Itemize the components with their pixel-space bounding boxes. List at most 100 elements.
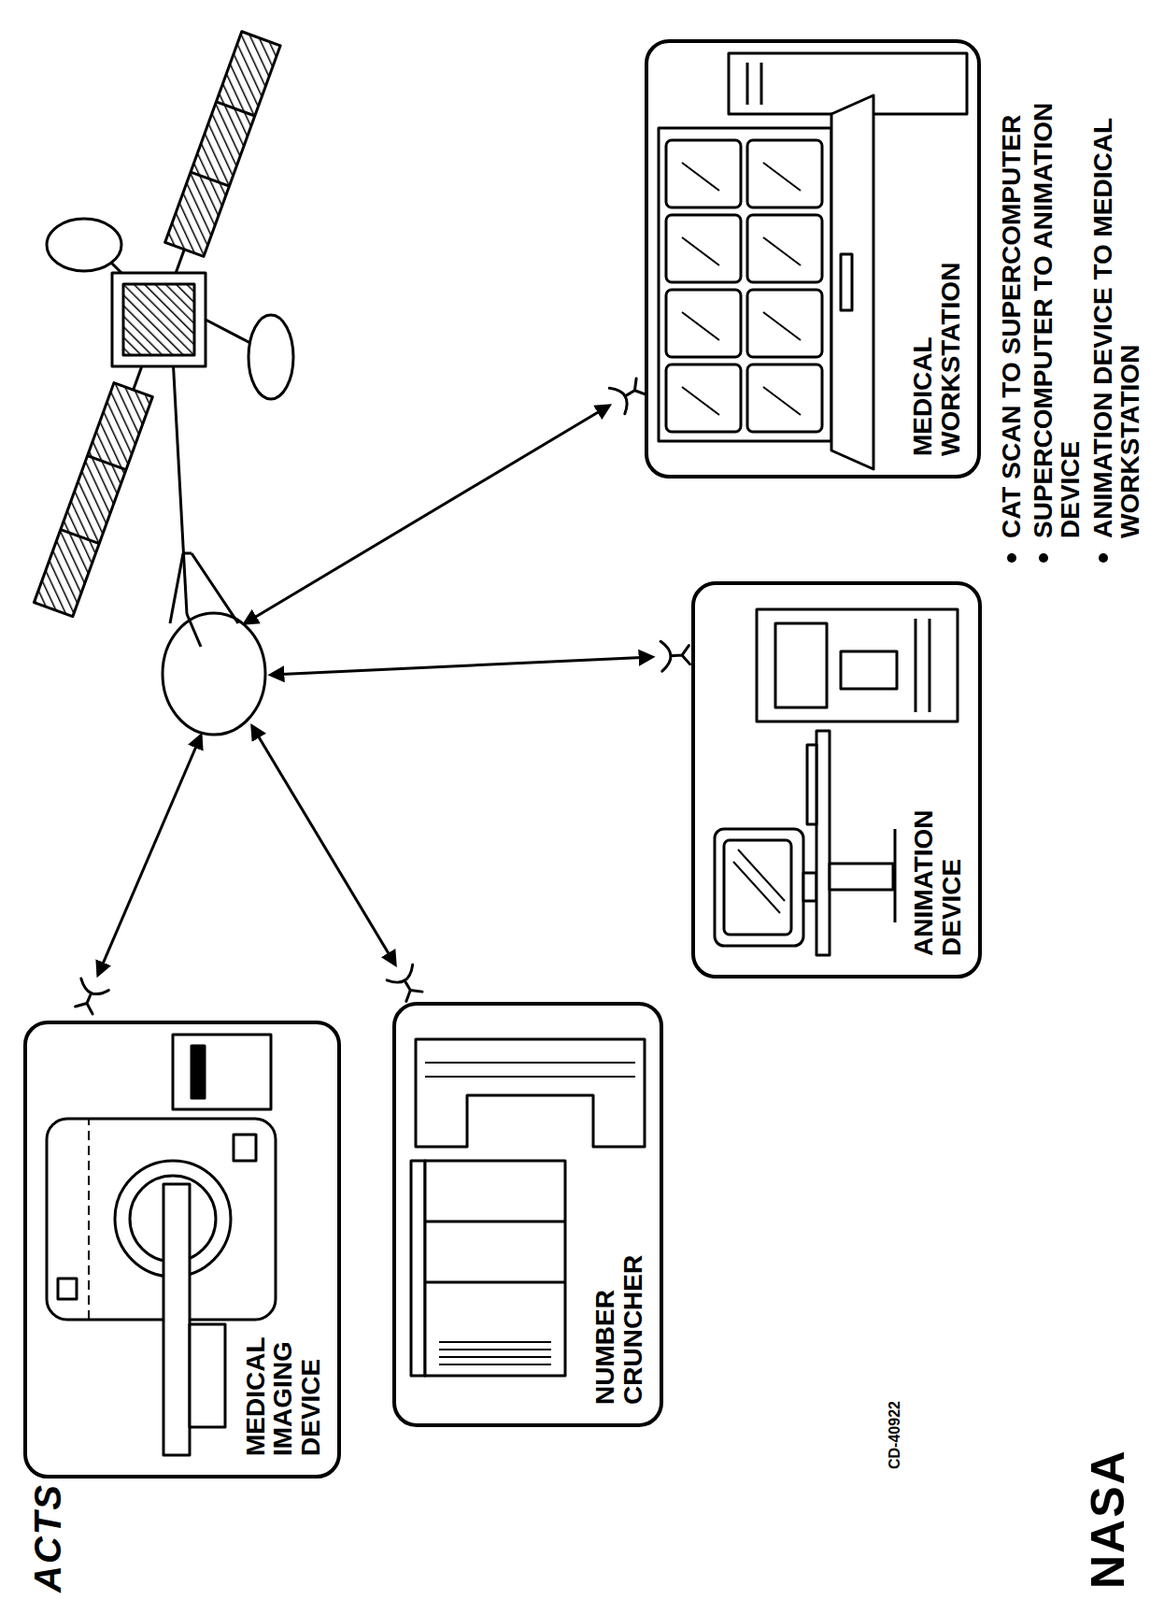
medical-workstation — [666, 364, 741, 432]
bullet-item: CAT SCAN TO SUPERCOMPUTER — [997, 70, 1025, 563]
supercomputer — [415, 1038, 645, 1147]
medical-workstation — [831, 95, 874, 469]
bullet-item: SUPERCOMPUTER TO ANIMATION DEVICE — [1029, 70, 1085, 563]
ground-antenna — [70, 373, 691, 1016]
satellite — [33, 383, 153, 617]
link-arrow — [98, 405, 653, 975]
bullet-text: SUPERCOMPUTER TO ANIMATION DEVICE — [1029, 70, 1085, 539]
satellite — [33, 31, 294, 735]
ground-antenna — [75, 989, 100, 1014]
ct-scanner — [172, 1034, 271, 1109]
medical-workstation — [747, 140, 823, 208]
link-arrow — [252, 725, 396, 965]
animation-device — [714, 828, 804, 946]
satellite — [60, 529, 100, 544]
acts-logo: ACTS — [28, 1482, 68, 1592]
ground-antenna — [397, 975, 423, 1001]
device-box: NUMBER CRUNCHER — [392, 1001, 664, 1427]
nasa-logo: NASA — [1083, 1448, 1134, 1589]
satellite — [248, 314, 294, 399]
medical-workstation — [666, 140, 741, 208]
bullet-text: CAT SCAN TO SUPERCOMPUTER — [997, 70, 1025, 539]
animation-device — [756, 609, 958, 722]
acts-logo: ACTS — [28, 1482, 68, 1592]
animation-device — [840, 651, 897, 689]
bullet-text: ANIMATION DEVICE TO MEDICAL WORKSTATION — [1089, 70, 1145, 539]
bullet-dot — [1038, 553, 1049, 563]
ground-antenna — [660, 639, 691, 672]
ground-antenna — [70, 978, 109, 1016]
satellite — [190, 171, 229, 186]
device-label: ANIMATION DEVICE — [909, 809, 966, 956]
ground-antenna — [77, 978, 109, 999]
satellite — [87, 455, 127, 470]
device-box: ANIMATION DEVICE — [691, 581, 982, 979]
animation-device — [894, 828, 897, 923]
animation-device — [829, 863, 894, 890]
ct-scanner — [46, 1118, 276, 1320]
supercomputer — [411, 1160, 426, 1376]
supercomputer — [425, 1280, 566, 1284]
device-box: MEDICAL IMAGING DEVICE — [23, 1020, 341, 1478]
satellite — [33, 31, 281, 617]
animation-device — [803, 872, 817, 901]
satellite — [165, 31, 281, 257]
device-box: MEDICAL WORKSTATION — [644, 39, 981, 479]
nasa-logo: NASA — [1083, 1448, 1134, 1589]
link-arrow — [98, 735, 201, 975]
ct-scanner — [57, 1277, 77, 1299]
ct-scanner — [189, 1323, 226, 1427]
ground-antenna — [620, 378, 646, 404]
medical-workstation — [747, 364, 823, 432]
medical-workstation — [681, 162, 801, 415]
animation-device — [733, 849, 785, 913]
ground-antenna — [609, 383, 633, 414]
ct-scanner — [191, 1045, 205, 1098]
animation-device — [915, 618, 930, 712]
ct-scanner — [87, 1118, 90, 1320]
satellite — [46, 218, 122, 271]
satellite — [170, 553, 184, 624]
medical-workstation — [840, 254, 852, 311]
ct-scanner — [163, 1183, 190, 1455]
supercomputer — [425, 1160, 566, 1376]
satellite — [123, 283, 195, 355]
satellite — [205, 319, 251, 343]
figure-number: CD-40922 — [887, 1400, 904, 1469]
medical-workstation — [747, 62, 762, 105]
device-label: MEDICAL IMAGING DEVICE — [241, 1336, 325, 1456]
ground-antenna — [386, 964, 427, 1004]
link-arrow — [270, 656, 653, 675]
satellite — [162, 612, 266, 735]
medical-workstation — [658, 53, 967, 469]
satellite — [183, 552, 192, 555]
ground-antenna — [669, 645, 690, 666]
supercomputer — [439, 1341, 552, 1364]
animation-device — [775, 623, 827, 708]
satellite — [215, 101, 255, 116]
medical-workstation — [728, 53, 967, 114]
ground-antenna — [386, 964, 418, 988]
animation-device — [816, 730, 830, 955]
device-label: MEDICAL WORKSTATION — [908, 262, 965, 456]
medical-workstation — [666, 214, 741, 283]
device-label: NUMBER CRUNCHER — [591, 1254, 647, 1405]
ground-antenna — [609, 373, 649, 414]
animation-device — [807, 744, 817, 824]
bullet-dot — [1098, 553, 1108, 563]
medical-workstation — [658, 127, 832, 441]
link-arrow — [244, 405, 610, 624]
medical-workstation — [747, 289, 823, 357]
ct-scanner — [233, 1134, 256, 1161]
medical-workstation — [747, 214, 823, 283]
figure-number: CD-40922 — [887, 1400, 904, 1469]
supercomputer — [425, 1062, 636, 1077]
medical-workstation — [666, 289, 741, 357]
bullet-item: ANIMATION DEVICE TO MEDICAL WORKSTATION — [1089, 70, 1145, 563]
bullet-dot — [1007, 553, 1017, 563]
supercomputer — [425, 1220, 566, 1223]
satellite — [186, 613, 201, 647]
satellite — [112, 272, 206, 367]
animation-device — [724, 839, 792, 935]
